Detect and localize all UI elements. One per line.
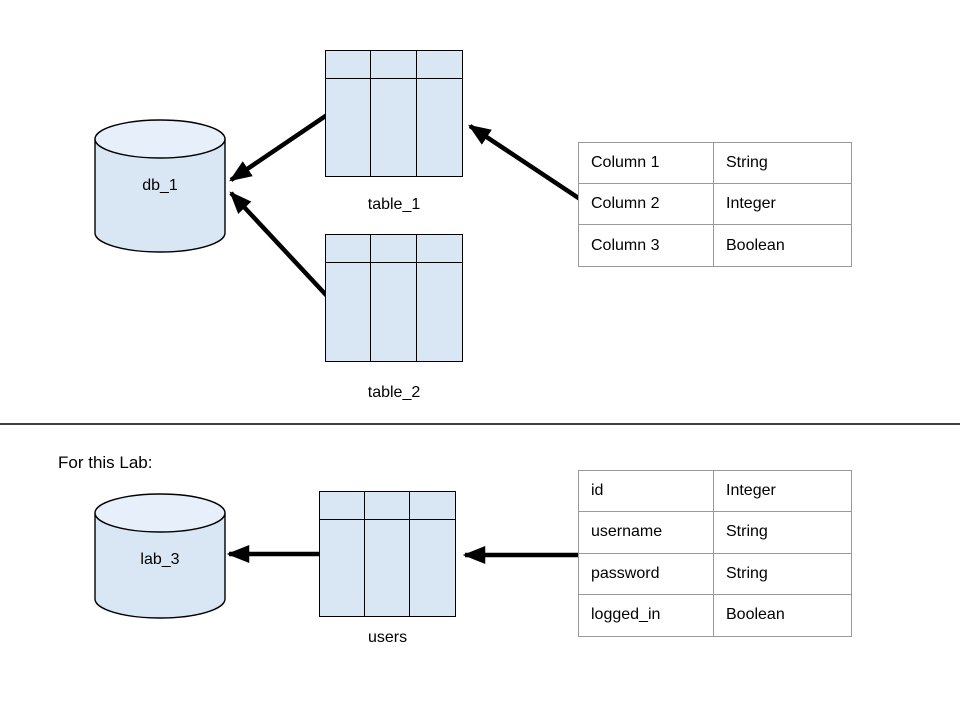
schema-type-cell: Boolean: [726, 606, 785, 624]
arrow-table2-to-db1: [229, 191, 329, 298]
table1-shape: [325, 50, 463, 177]
table1-body-cell: [371, 79, 417, 176]
table2-header-cell: [326, 235, 372, 263]
table2-body-cell: [371, 263, 417, 361]
db1-cylinder-outline: [94, 139, 226, 253]
table2-header-cell: [371, 235, 417, 263]
users-body-cell: [410, 520, 455, 616]
lab3-cylinder-top: [94, 493, 226, 533]
table1-body-cell: [417, 79, 462, 176]
schema-field-cell: username: [579, 512, 714, 554]
db1-label: db_1: [142, 177, 178, 194]
schema-type-cell: Boolean: [726, 236, 785, 254]
schema-field-cell: password: [579, 553, 714, 595]
table1-header-cell: [326, 51, 372, 79]
schema-field-cell: id: [579, 471, 714, 513]
table2-body-cell: [417, 263, 462, 361]
users-header-cell: [410, 492, 455, 520]
db1-cylinder-body: [95, 139, 225, 252]
lab3-label: lab_3: [140, 551, 180, 568]
schema-type-cell: String: [714, 143, 851, 184]
users-table-shape: [319, 491, 456, 617]
table2-body-cell: [326, 263, 372, 361]
lab3-cylinder: [94, 493, 226, 619]
lab3-cylinder-body: [95, 513, 225, 618]
arrow-schema-to-table1: [468, 124, 582, 201]
table2-label: table_2: [367, 384, 421, 401]
table2-header-cell: [416, 235, 462, 263]
lab3-cylinder-outline: [94, 513, 226, 619]
schema-type-cell: Integer: [714, 471, 851, 513]
schema-field-cell: logged_in: [579, 594, 714, 636]
db1-cylinder: [94, 119, 226, 253]
users-header-cell: [365, 492, 410, 520]
schema-type-cell: Integer: [714, 184, 851, 225]
schema-field-cell: Column 1: [579, 143, 714, 184]
users-body-cell: [365, 520, 410, 616]
table2-shape: [325, 234, 463, 362]
table1-header-cell: [371, 51, 417, 79]
bottom-schema-table: id Integer username String password Stri…: [578, 470, 852, 637]
users-label: users: [367, 629, 408, 646]
table1-label: table_1: [367, 196, 421, 213]
top-schema-table: Column 1 String Column 2 Integer Column …: [578, 142, 852, 267]
schema-type-cell: String: [714, 554, 851, 595]
schema-field-cell: Column 3: [579, 225, 714, 266]
arrow-table1-to-db1: [229, 113, 329, 182]
schema-type-cell: String: [714, 512, 851, 554]
section-heading: For this Lab:: [58, 453, 153, 472]
table1-header-cell: [416, 51, 462, 79]
db1-cylinder-top: [94, 119, 226, 159]
schema-field-cell: Column 2: [579, 184, 714, 225]
users-header-cell: [320, 492, 365, 520]
users-body-cell: [320, 520, 365, 616]
table1-body-cell: [326, 79, 372, 176]
